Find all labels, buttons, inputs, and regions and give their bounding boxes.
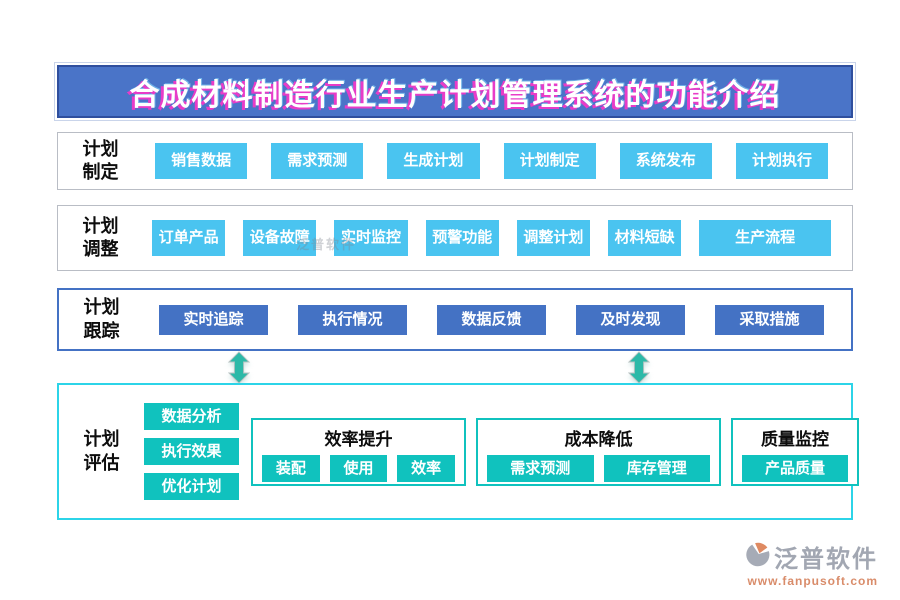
feature-button[interactable]: 材料短缺 <box>608 220 682 256</box>
up-down-arrow-icon <box>227 351 251 384</box>
feature-button[interactable]: 实时追踪 <box>159 304 268 335</box>
feature-button[interactable]: 订单产品 <box>152 220 226 256</box>
fanpu-logo-url: www.fanpusoft.com <box>747 574 878 588</box>
feature-button[interactable]: 调整计划 <box>516 220 591 256</box>
group-feature-button[interactable]: 装配 <box>262 454 320 482</box>
row-label-plan-evaluation: 计划 评估 <box>59 428 144 475</box>
feature-button[interactable]: 设备故障 <box>243 220 317 256</box>
fanpu-logo-text: 泛普软件 <box>774 546 878 573</box>
up-down-arrow-icon <box>627 351 651 384</box>
group-buttons: 产品质量 <box>742 454 848 482</box>
row-label-plan-formulation: 计划 制定 <box>58 138 143 185</box>
feature-button[interactable]: 需求预测 <box>271 143 364 179</box>
group-title: 效率提升 <box>324 429 393 449</box>
row-label-line: 评估 <box>83 452 120 473</box>
evaluation-button[interactable]: 数据分析 <box>144 403 239 430</box>
feature-button[interactable]: 生产流程 <box>699 220 831 256</box>
group-quality-monitoring: 质量监控 产品质量 <box>731 417 859 486</box>
feature-button[interactable]: 预警功能 <box>425 220 499 256</box>
plan-tracking-buttons: 实时追踪执行情况数据反馈及时发现采取措施 <box>144 304 851 335</box>
row-label-plan-tracking: 计划 跟踪 <box>59 296 144 343</box>
group-buttons: 装配使用效率 <box>262 454 456 482</box>
row-label-line: 计划 <box>83 297 120 318</box>
evaluation-side-buttons: 数据分析执行效果优化计划 <box>144 403 239 500</box>
group-feature-button[interactable]: 效率 <box>397 454 456 482</box>
evaluation-button[interactable]: 执行效果 <box>144 438 239 465</box>
row-label-line: 计划 <box>82 138 119 159</box>
group-efficiency-improvement: 效率提升 装配使用效率 <box>251 417 466 486</box>
feature-button[interactable]: 实时监控 <box>334 220 408 256</box>
feature-button[interactable]: 采取措施 <box>715 304 824 335</box>
group-feature-button[interactable]: 需求预测 <box>487 454 594 482</box>
group-title: 成本降低 <box>564 429 633 449</box>
feature-button[interactable]: 及时发现 <box>576 304 685 335</box>
group-feature-button[interactable]: 产品质量 <box>742 454 848 482</box>
feature-button[interactable]: 计划执行 <box>735 143 829 179</box>
feature-button[interactable]: 执行情况 <box>298 304 407 335</box>
group-cost-reduction: 成本降低 需求预测库存管理 <box>476 417 721 486</box>
plan-evaluation-panel: 计划 评估 数据分析执行效果优化计划 效率提升 装配使用效率 成本降低 需求预测… <box>57 383 859 520</box>
group-feature-button[interactable]: 库存管理 <box>603 454 710 482</box>
fanpu-logo: 泛普软件 www.fanpusoft.com <box>745 539 878 588</box>
group-feature-button[interactable]: 使用 <box>329 454 388 482</box>
evaluation-groups: 效率提升 装配使用效率 成本降低 需求预测库存管理 质量监控 产品质量 <box>251 417 859 486</box>
row-label-line: 调整 <box>82 239 119 259</box>
row-label-line: 制定 <box>82 162 119 182</box>
page-title: 合成材料制造行业生产计划管理系统的功能介绍 <box>54 62 856 121</box>
group-buttons: 需求预测库存管理 <box>487 454 710 482</box>
fanpu-logo-icon <box>745 541 771 572</box>
plan-formulation-row: 计划 制定 销售数据需求预测生成计划计划制定系统发布计划执行 <box>57 132 853 190</box>
row-label-line: 跟踪 <box>83 320 120 341</box>
row-label-line: 计划 <box>82 215 119 236</box>
group-title: 质量监控 <box>761 429 829 449</box>
evaluation-button[interactable]: 优化计划 <box>144 473 239 500</box>
feature-button[interactable]: 系统发布 <box>619 143 712 179</box>
feature-button[interactable]: 数据反馈 <box>437 304 546 335</box>
feature-button[interactable]: 销售数据 <box>155 143 248 179</box>
plan-adjustment-row: 计划 调整 订单产品设备故障实时监控预警功能调整计划材料短缺生产流程 泛普软件 <box>57 205 853 271</box>
plan-tracking-row: 计划 跟踪 实时追踪执行情况数据反馈及时发现采取措施 <box>57 288 853 351</box>
feature-button[interactable]: 生成计划 <box>387 143 480 179</box>
feature-button[interactable]: 计划制定 <box>503 143 596 179</box>
row-label-plan-adjustment: 计划 调整 <box>58 215 143 262</box>
plan-formulation-buttons: 销售数据需求预测生成计划计划制定系统发布计划执行 <box>143 143 852 179</box>
plan-adjustment-buttons: 订单产品设备故障实时监控预警功能调整计划材料短缺生产流程 <box>143 220 852 256</box>
row-label-line: 计划 <box>83 429 120 450</box>
